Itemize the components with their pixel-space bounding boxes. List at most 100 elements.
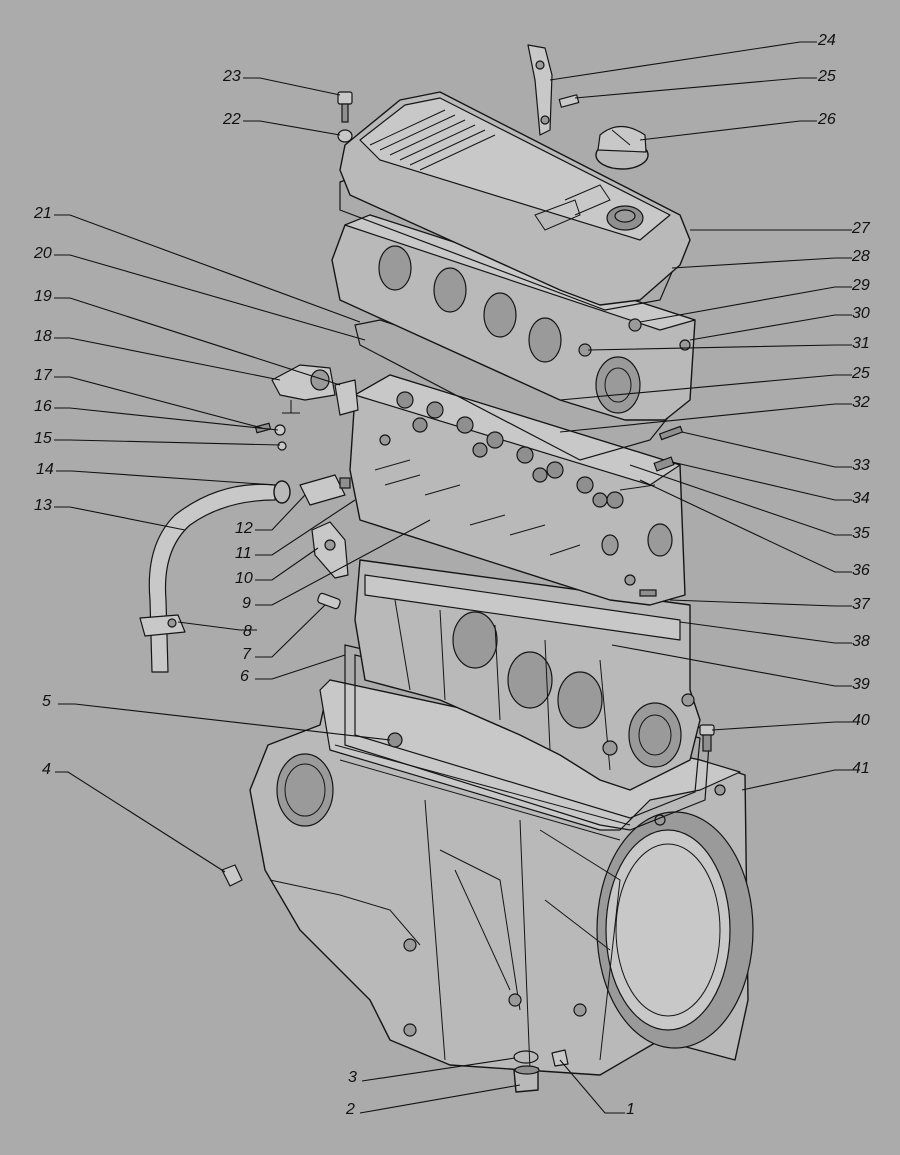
- cover-plate: [311, 521, 349, 579]
- svg-text:9: 9: [242, 595, 251, 612]
- svg-text:2: 2: [345, 1101, 355, 1118]
- callout-18: 18: [34, 328, 281, 381]
- svg-text:40: 40: [852, 712, 870, 729]
- svg-text:26: 26: [817, 111, 836, 128]
- svg-text:27: 27: [851, 220, 871, 237]
- callout-3: 3: [348, 1057, 516, 1086]
- svg-text:18: 18: [34, 328, 52, 345]
- callout-39: 39: [611, 644, 870, 693]
- svg-text:5: 5: [42, 693, 51, 710]
- svg-text:35: 35: [852, 525, 870, 542]
- lower-head-housing: [354, 559, 701, 791]
- callout-36: 36: [639, 479, 870, 579]
- callout-23: 23: [222, 68, 341, 96]
- callout-38: 38: [679, 621, 870, 650]
- svg-text:19: 19: [34, 288, 52, 305]
- svg-text:7: 7: [242, 646, 252, 663]
- block-plug: [387, 732, 403, 748]
- svg-text:13: 13: [34, 497, 52, 514]
- callout-15: 15: [34, 430, 281, 447]
- svg-text:41: 41: [852, 760, 870, 777]
- callout-25b: 25: [559, 365, 870, 401]
- callout-17: 17: [34, 367, 263, 429]
- callout-41: 41: [741, 760, 870, 791]
- callout-24: 24: [549, 32, 836, 81]
- callout-2: 2: [345, 1084, 521, 1118]
- callout-layer: 1 2 3 4 5 6 7 8: [33, 32, 871, 1118]
- callout-20: 20: [33, 245, 366, 341]
- svg-text:14: 14: [36, 461, 54, 478]
- svg-text:38: 38: [852, 633, 870, 650]
- hose-fitting: [299, 474, 351, 506]
- svg-text:39: 39: [852, 676, 870, 693]
- dowel-pin: [317, 592, 341, 610]
- svg-text:11: 11: [235, 545, 252, 562]
- breather-hose: [139, 480, 291, 673]
- svg-text:6: 6: [240, 668, 249, 685]
- head-gasket: [354, 319, 672, 461]
- callout-33: 33: [681, 431, 870, 474]
- drain-plug-side: [221, 864, 243, 887]
- svg-text:8: 8: [243, 623, 252, 640]
- callout-12: 12: [235, 494, 306, 537]
- svg-text:23: 23: [222, 68, 241, 85]
- svg-text:31: 31: [852, 335, 870, 352]
- drain-plug-parts: [513, 1049, 569, 1093]
- svg-text:21: 21: [33, 205, 52, 222]
- svg-text:3: 3: [348, 1069, 357, 1086]
- callout-32: 32: [559, 394, 870, 433]
- callout-21: 21: [33, 205, 361, 323]
- callout-6: 6: [240, 654, 346, 685]
- callout-1: 1: [559, 1059, 635, 1118]
- svg-text:22: 22: [222, 111, 241, 128]
- callout-37: 37: [669, 596, 871, 613]
- callout-13: 13: [34, 497, 186, 531]
- callout-16: 16: [34, 398, 279, 431]
- block-bolt: [699, 724, 715, 752]
- svg-text:29: 29: [851, 277, 870, 294]
- svg-text:33: 33: [852, 457, 870, 474]
- svg-text:20: 20: [33, 245, 52, 262]
- callout-40: 40: [711, 712, 870, 731]
- svg-text:24: 24: [817, 32, 836, 49]
- callout-22: 22: [222, 111, 341, 136]
- outlet-pipe: [271, 364, 359, 416]
- valve-cover: [339, 91, 691, 306]
- svg-text:28: 28: [851, 248, 870, 265]
- callout-7: 7: [242, 604, 326, 663]
- callout-19: 19: [34, 288, 341, 386]
- head-studs: [639, 425, 684, 597]
- callout-31: 31: [587, 335, 870, 352]
- callout-14: 14: [36, 461, 276, 486]
- callout-5: 5: [42, 693, 391, 741]
- callout-10: 10: [235, 547, 319, 587]
- callout-9: 9: [242, 519, 431, 612]
- svg-text:25: 25: [851, 365, 870, 382]
- cylinder-head: [349, 374, 686, 606]
- cover-bolt: [337, 91, 353, 143]
- svg-text:10: 10: [235, 570, 253, 587]
- callout-26: 26: [639, 111, 836, 141]
- svg-text:4: 4: [42, 761, 51, 778]
- oil-filler-cap: [595, 125, 649, 170]
- callout-29: 29: [639, 277, 870, 323]
- svg-text:30: 30: [852, 305, 870, 322]
- callout-27: 27: [690, 220, 871, 237]
- callout-25a: 25: [574, 68, 836, 99]
- svg-text:1: 1: [626, 1101, 635, 1118]
- callout-11: 11: [235, 499, 356, 562]
- svg-text:16: 16: [34, 398, 52, 415]
- callout-4: 4: [42, 761, 226, 873]
- callout-28: 28: [671, 248, 870, 269]
- svg-text:36: 36: [852, 562, 870, 579]
- svg-text:15: 15: [34, 430, 52, 447]
- callout-34: 34: [671, 461, 870, 507]
- svg-text:17: 17: [34, 367, 53, 384]
- svg-text:34: 34: [852, 490, 870, 507]
- svg-text:37: 37: [852, 596, 871, 613]
- svg-text:25: 25: [817, 68, 836, 85]
- lifting-bracket: [527, 44, 580, 136]
- svg-text:32: 32: [852, 394, 870, 411]
